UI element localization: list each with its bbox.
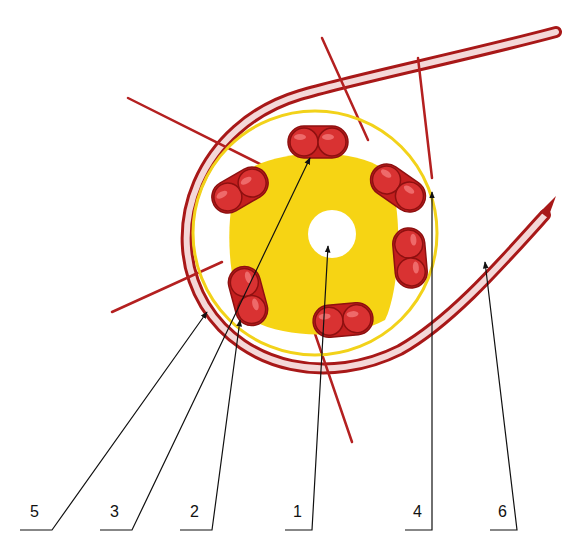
callout-number: 6 (498, 504, 507, 520)
leader-lines (20, 158, 517, 530)
vessel-lines (112, 38, 432, 442)
callout-number: 2 (190, 504, 199, 520)
callout-number: 1 (293, 504, 302, 520)
outer-sheath (187, 32, 556, 368)
epineurium-ring (193, 111, 437, 355)
callout-number: 5 (30, 504, 39, 520)
central-lumen (308, 210, 356, 258)
callout-number: 3 (110, 504, 119, 520)
callout-number: 4 (413, 504, 422, 520)
fascicles (206, 126, 432, 339)
